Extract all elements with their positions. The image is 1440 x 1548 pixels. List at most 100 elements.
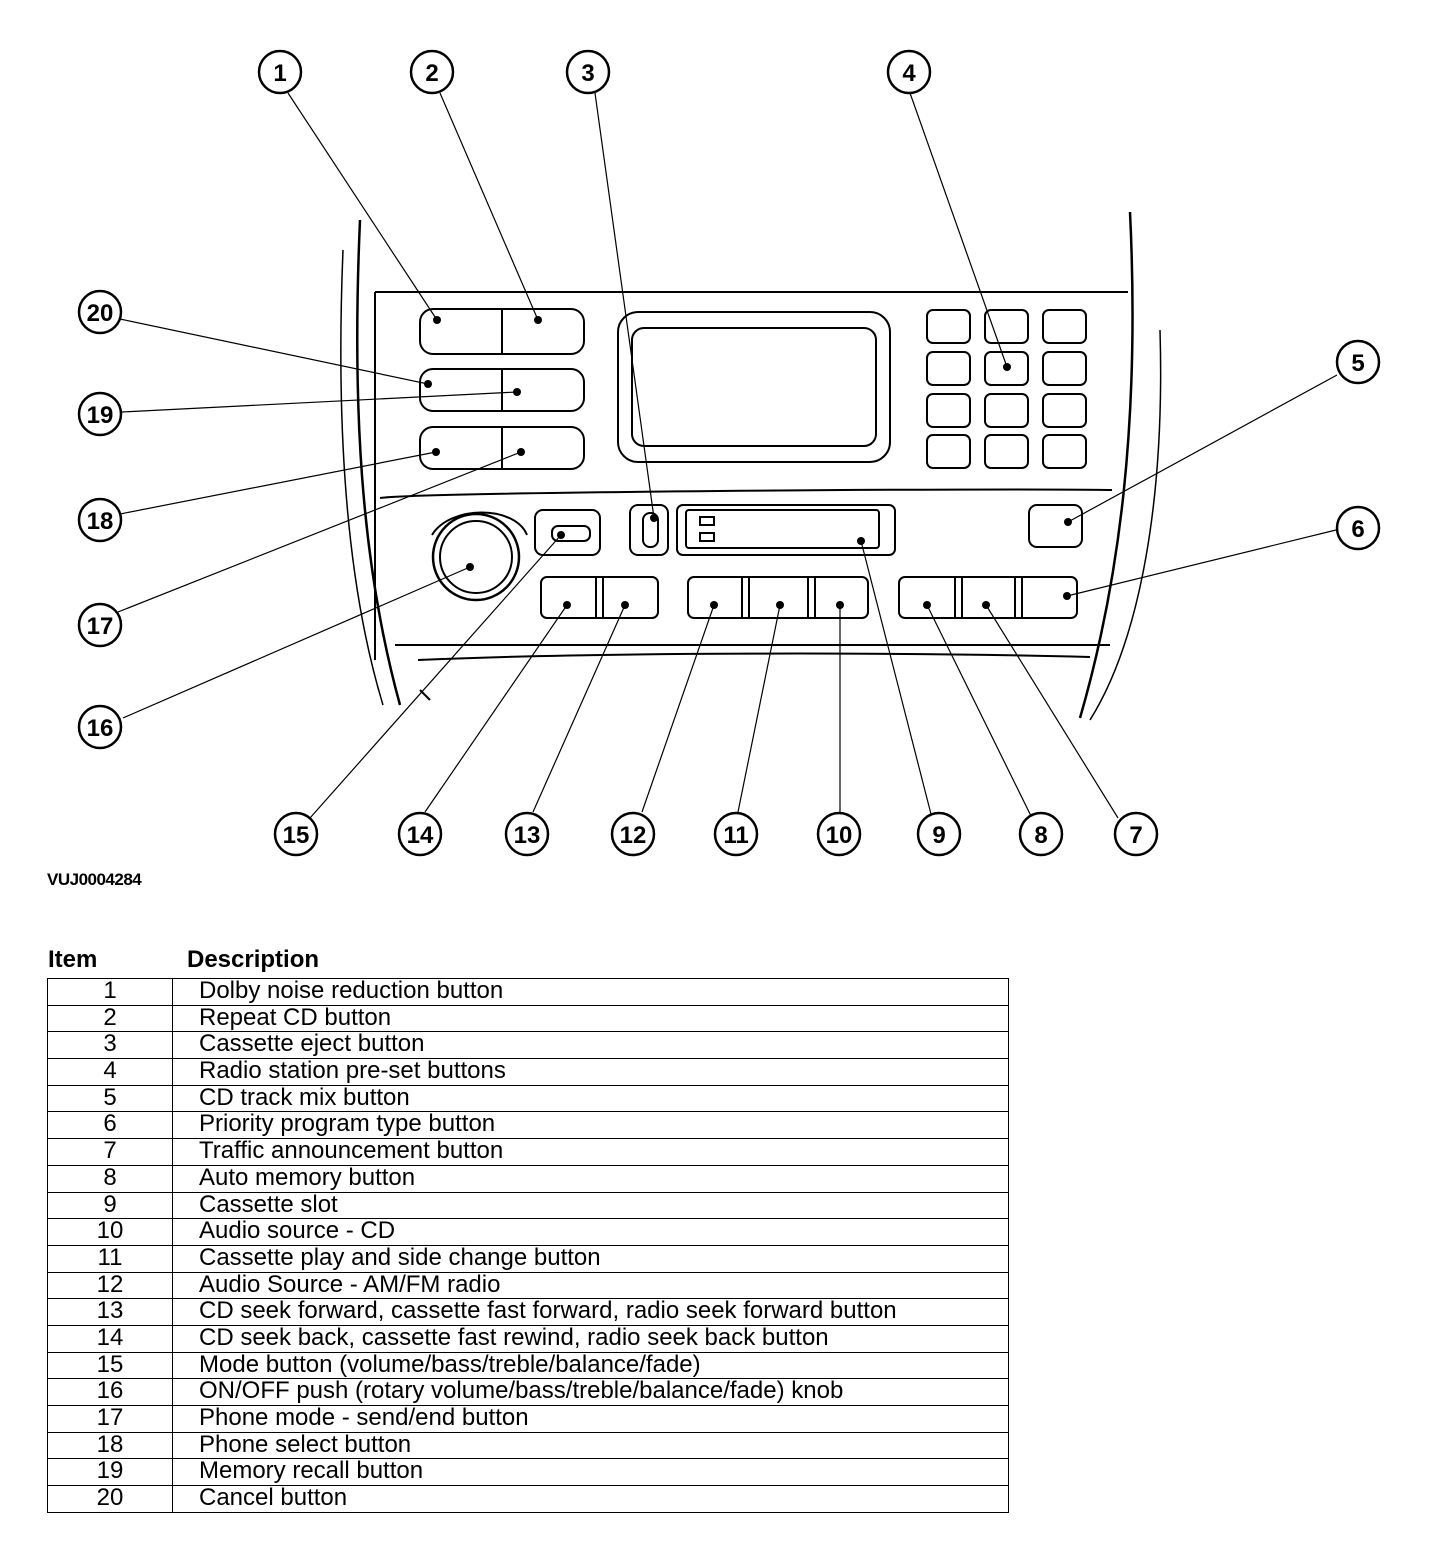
callout-14 [397, 811, 443, 857]
item-description: Audio Source - AM/FM radio [172, 1271, 1009, 1300]
item-description: Repeat CD button [172, 1004, 1009, 1033]
item-description: CD track mix button [172, 1084, 1009, 1113]
item-number: 5 [47, 1084, 173, 1113]
item-description: Phone select button [172, 1431, 1009, 1460]
item-description: Traffic announcement button [172, 1138, 1009, 1166]
callout-label: 1 [273, 60, 286, 87]
item-description: Priority program type button [172, 1111, 1009, 1140]
callout-label: 9 [932, 822, 945, 849]
callout-13 [504, 811, 550, 857]
callout-7 [1113, 811, 1159, 857]
item-description: Cassette play and side change button [172, 1244, 1009, 1273]
callout-8 [1018, 811, 1064, 857]
item-number: 12 [47, 1271, 173, 1300]
item-number: 3 [47, 1031, 173, 1060]
callout-2 [409, 49, 455, 95]
radio-panel-diagram: 1 2 3 4 5 6 7 8 9 10 11 12 13 14 15 16 1… [77, 49, 1381, 857]
callout-label: 5 [1351, 350, 1364, 377]
callout-label: 19 [87, 402, 114, 429]
callout-20 [77, 289, 123, 335]
callout-label: 16 [87, 715, 114, 742]
item-number: 9 [47, 1191, 173, 1220]
item-description: CD seek forward, cassette fast forward, … [172, 1298, 1009, 1326]
item-description: Cassette eject button [172, 1031, 1009, 1060]
callout-label: 20 [87, 300, 114, 327]
item-description: Auto memory button [172, 1164, 1009, 1193]
legend-description-header: Description [187, 946, 320, 973]
item-number: 10 [47, 1218, 173, 1246]
callout-6 [1335, 505, 1381, 551]
callout-1 [257, 49, 303, 95]
item-number: 4 [47, 1058, 173, 1086]
figure-reference-code: VUJ0004284 [47, 870, 142, 889]
item-number: 1 [47, 978, 173, 1006]
callout-16 [77, 704, 123, 750]
callout-label: 10 [826, 822, 853, 849]
item-number: 14 [47, 1324, 173, 1353]
callout-label: 17 [87, 613, 114, 640]
callout-label: 6 [1351, 516, 1364, 543]
item-description: Audio source - CD [172, 1218, 1009, 1246]
item-description: Mode button (volume/bass/treble/balance/… [172, 1351, 1009, 1380]
item-number: 11 [47, 1244, 173, 1273]
item-description: Dolby noise reduction button [172, 978, 1009, 1006]
callout-11 [713, 811, 759, 857]
callout-19 [77, 391, 123, 437]
callout-label: 13 [514, 822, 541, 849]
callout-label: 11 [723, 822, 748, 849]
callout-label: 8 [1034, 822, 1047, 849]
item-number: 18 [47, 1431, 173, 1460]
callout-label: 18 [87, 508, 114, 535]
callout-label: 4 [902, 60, 916, 87]
callout-18 [77, 497, 123, 543]
callout-12 [610, 811, 656, 857]
callout-label: 12 [620, 822, 647, 849]
item-number: 13 [47, 1298, 173, 1326]
item-number: 6 [47, 1111, 173, 1140]
item-number: 8 [47, 1164, 173, 1193]
item-number: 7 [47, 1138, 173, 1166]
callout-label: 3 [581, 60, 594, 87]
callout-4 [886, 49, 932, 95]
callout-3 [565, 49, 611, 95]
callout-label: 15 [283, 822, 310, 849]
item-number: 15 [47, 1351, 173, 1380]
item-number: 20 [47, 1485, 173, 1513]
callout-17 [77, 602, 123, 648]
item-description: Cassette slot [172, 1191, 1009, 1220]
item-description: ON/OFF push (rotary volume/bass/treble/b… [172, 1378, 1009, 1406]
item-number: 2 [47, 1004, 173, 1033]
item-description: Radio station pre-set buttons [172, 1058, 1009, 1086]
legend-item-header: Item [48, 946, 98, 973]
item-description: Cancel button [172, 1485, 1009, 1513]
callout-5 [1335, 339, 1381, 385]
callout-15 [273, 811, 319, 857]
callout-9 [916, 811, 962, 857]
callout-10 [816, 811, 862, 857]
item-description: Memory recall button [172, 1458, 1009, 1487]
item-description: CD seek back, cassette fast rewind, radi… [172, 1324, 1009, 1353]
item-number: 17 [47, 1405, 173, 1433]
item-description: Phone mode - send/end button [172, 1405, 1009, 1433]
